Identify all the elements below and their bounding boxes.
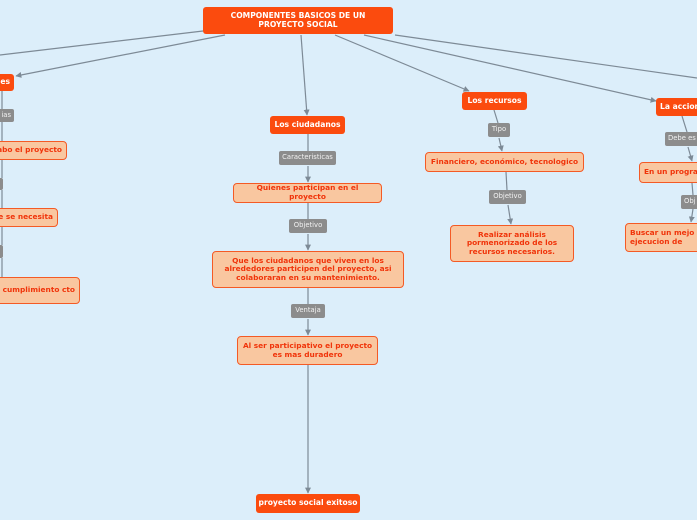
edge-acc-4: [688, 208, 695, 223]
left-connector-3: [0, 245, 3, 258]
edge-acc-3: [691, 182, 694, 196]
edge-acc-2: [687, 146, 694, 162]
edge-acc-1: [681, 115, 688, 133]
ciudadanos-caracteristicas-label: Caracteristicas: [279, 151, 336, 165]
edge-title-left-branch: [15, 34, 226, 78]
ciudadanos-node[interactable]: Los ciudadanos: [270, 116, 345, 134]
left-sub-node-1[interactable]: abo el proyecto: [0, 141, 67, 160]
edge-rec-1: [493, 109, 499, 124]
left-sub-node-2[interactable]: e se necesita: [0, 208, 58, 227]
accion-programa-node[interactable]: En un progra: [639, 162, 697, 183]
accion-buscar-node[interactable]: Buscar un mejo ejecucion de: [625, 223, 697, 252]
accion-node[interactable]: La accion: [656, 98, 697, 116]
recursos-node[interactable]: Los recursos: [462, 92, 527, 110]
left-sub-node-3[interactable]: del cumplimiento cto: [0, 277, 80, 304]
ciudadanos-objetivo-label: Objetivo: [289, 219, 327, 233]
edge-title-accion: [363, 34, 657, 103]
left-connector-2: [0, 178, 3, 190]
proyecto-exitoso-node[interactable]: proyecto social exitoso: [256, 494, 360, 513]
ciudadanos-objetivo-node[interactable]: Que los ciudadanos que viven en los alre…: [212, 251, 404, 288]
edge-title-left-out: [0, 30, 204, 56]
left-branch-node[interactable]: es: [0, 74, 14, 91]
edge-rec-3: [505, 171, 508, 191]
ciudadanos-ventaja-label: Ventaja: [291, 304, 325, 318]
edge-title-recursos: [334, 34, 470, 92]
edge-rec-4: [507, 204, 514, 225]
recursos-tipo-node[interactable]: Financiero, económico, tecnologico: [425, 152, 584, 172]
ciudadanos-ventaja-node[interactable]: Al ser participativo el proyecto es mas …: [237, 336, 378, 365]
recursos-objetivo-node[interactable]: Realizar análisis pormenorizado de los r…: [450, 225, 574, 262]
ciudadanos-quienes-node[interactable]: Quienes participan en el proyecto: [233, 183, 382, 203]
edge-rec-2: [497, 137, 504, 152]
accion-debe-label: Debe es: [665, 132, 697, 146]
edge-title-right-out: [394, 34, 697, 79]
left-connector-label: ias: [0, 109, 14, 122]
recursos-objetivo-label: Objetivo: [489, 190, 526, 204]
accion-objetivo-label: Obj: [681, 195, 697, 209]
root-title-node[interactable]: COMPONENTES BASICOS DE UN PROYECTO SOCIA…: [203, 7, 393, 34]
edge-title-ciudadanos: [300, 34, 310, 116]
recursos-tipo-label: Tipo: [488, 123, 510, 137]
